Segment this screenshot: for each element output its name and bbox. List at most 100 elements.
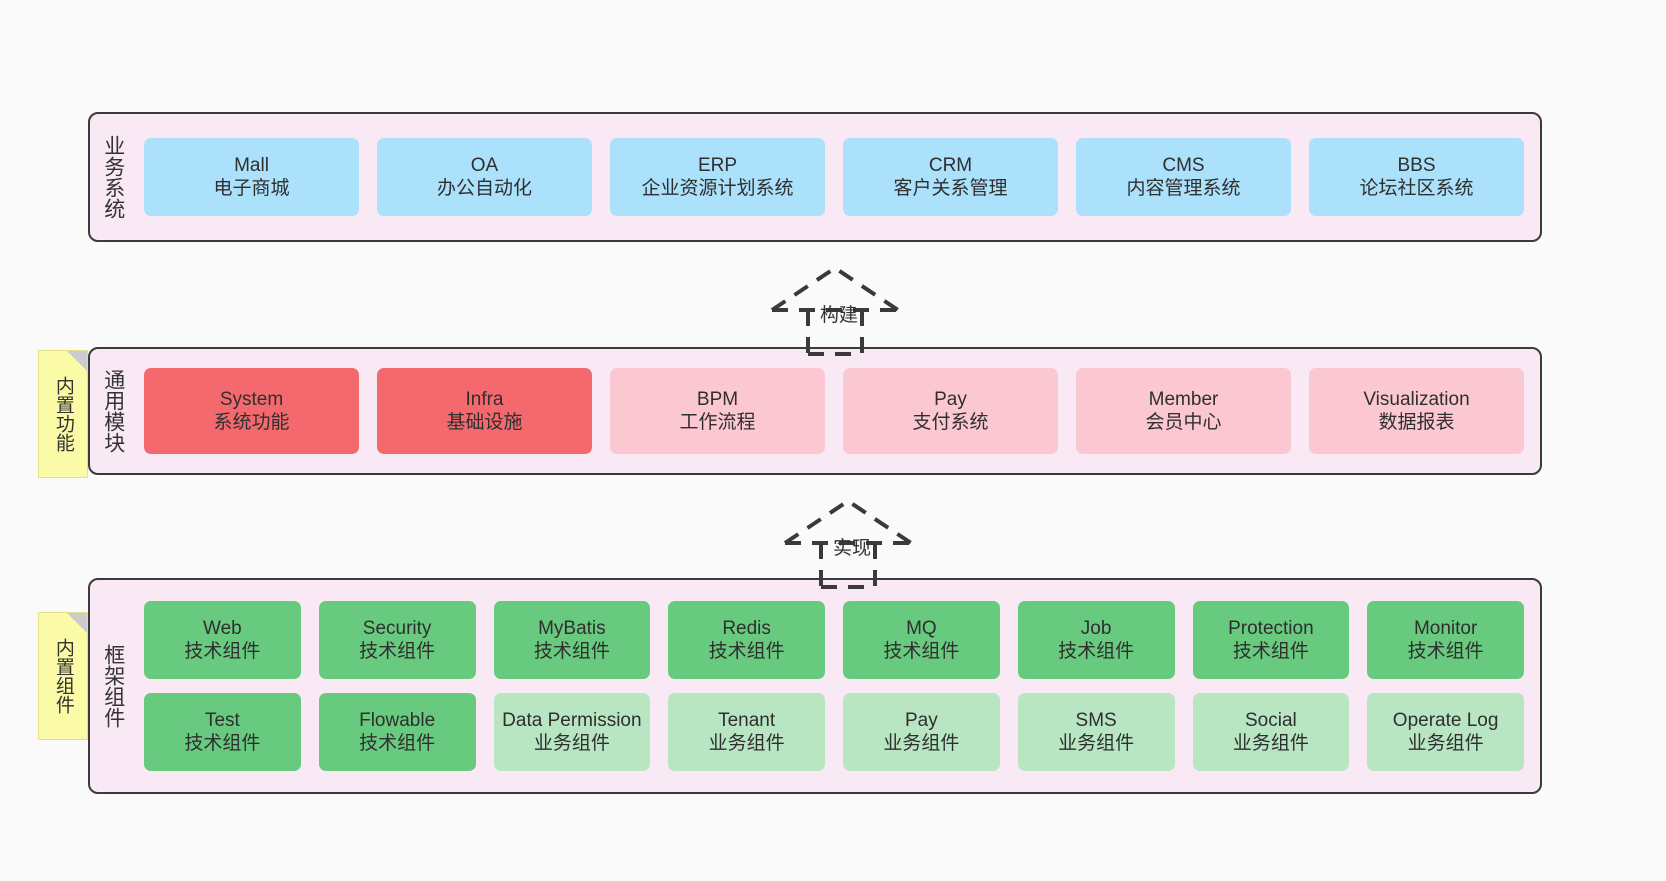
layer-body-business-system: Mall 电子商城 OA 办公自动化 ERP 企业资源计划系统 CRM 客户关系… (136, 114, 1540, 240)
card-title-en: Infra (465, 388, 504, 410)
card-member[interactable]: Member 会员中心 (1076, 368, 1291, 454)
card-title-en: Protection (1228, 617, 1314, 639)
card-crm[interactable]: CRM 客户关系管理 (843, 138, 1058, 216)
card-erp[interactable]: ERP 企业资源计划系统 (610, 138, 825, 216)
card-mall[interactable]: Mall 电子商城 (144, 138, 359, 216)
card-title-en: System (219, 388, 284, 410)
card-title-cn: 技术组件 (708, 641, 785, 662)
sticky-note-label: 内置组件 (52, 638, 74, 714)
card-title-cn: 业务组件 (708, 733, 785, 754)
layer-title-business-system: 业务系统 (101, 135, 125, 219)
card-flowable[interactable]: Flowable 技术组件 (318, 693, 476, 771)
card-title-cn: 业务组件 (1058, 733, 1135, 754)
card-title-cn: 业务组件 (533, 733, 610, 754)
layer-business-system: 业务系统 Mall 电子商城 OA 办公自动化 ERP 企业资源计划系统 CRM… (88, 112, 1542, 242)
card-title-en: Pay (934, 388, 967, 410)
card-title-cn: 业务组件 (883, 733, 960, 754)
card-title-cn: 技术组件 (184, 733, 261, 754)
card-title-en: MQ (906, 617, 937, 639)
card-job[interactable]: Job 技术组件 (1017, 601, 1175, 679)
card-title-en: Test (204, 709, 240, 731)
card-cms[interactable]: CMS 内容管理系统 (1076, 138, 1291, 216)
card-title-cn: 客户关系管理 (893, 178, 1008, 199)
card-monitor[interactable]: Monitor 技术组件 (1367, 601, 1524, 679)
card-title-cn: 企业资源计划系统 (641, 178, 794, 199)
layer-title-common-module: 通用模块 (101, 369, 125, 453)
card-title-en: OA (470, 154, 499, 176)
fold-corner-icon (67, 613, 87, 633)
card-title-cn: 技术组件 (1407, 641, 1484, 662)
card-title-en: Operate Log (1392, 709, 1499, 731)
dashed-arrow-up-icon (783, 498, 913, 589)
card-title-cn: 技术组件 (359, 641, 436, 662)
connector-implement: 实现 (773, 491, 923, 591)
dashed-arrow-up-icon (770, 265, 900, 356)
connector-label-build: 构建 (820, 305, 859, 326)
card-mybatis[interactable]: MyBatis 技术组件 (493, 601, 651, 679)
card-title-cn: 技术组件 (883, 641, 960, 662)
sticky-note-label: 内置功能 (52, 376, 74, 452)
card-title-cn: 技术组件 (184, 641, 261, 662)
card-title-en: Social (1245, 709, 1297, 731)
card-title-cn: 支付系统 (912, 412, 989, 433)
card-web[interactable]: Web 技术组件 (144, 601, 301, 679)
card-system[interactable]: System 系统功能 (144, 368, 359, 454)
card-security[interactable]: Security 技术组件 (318, 601, 476, 679)
card-title-en: CRM (928, 154, 973, 176)
card-title-en: ERP (697, 154, 738, 176)
card-title-cn: 电子商城 (213, 178, 290, 199)
card-title-en: Security (362, 617, 432, 639)
card-test[interactable]: Test 技术组件 (144, 693, 301, 771)
layer-body-common-module: System 系统功能 Infra 基础设施 BPM 工作流程 Pay 支付系统… (136, 349, 1540, 473)
layer-common-module: 通用模块 System 系统功能 Infra 基础设施 BPM 工作流程 Pay… (88, 347, 1542, 475)
card-title-cn: 业务组件 (1232, 733, 1309, 754)
card-title-en: Job (1080, 617, 1112, 639)
card-title-en: Data Permission (502, 709, 642, 731)
card-title-en: Tenant (718, 709, 776, 731)
framework-row-technical: Web 技术组件 Security 技术组件 MyBatis 技术组件 Redi… (144, 601, 1524, 679)
card-data-permission[interactable]: Data Permission 业务组件 (493, 693, 651, 771)
card-title-en: Member (1148, 388, 1219, 410)
card-redis[interactable]: Redis 技术组件 (668, 601, 825, 679)
card-protection[interactable]: Protection 技术组件 (1192, 601, 1350, 679)
card-title-cn: 技术组件 (1232, 641, 1309, 662)
card-pay-component[interactable]: Pay 业务组件 (843, 693, 1000, 771)
card-visualization[interactable]: Visualization 数据报表 (1309, 368, 1524, 454)
connector-label-implement: 实现 (833, 538, 872, 559)
card-title-en: Redis (722, 617, 771, 639)
card-title-cn: 业务组件 (1407, 733, 1484, 754)
card-title-en: Visualization (1363, 388, 1470, 410)
card-title-en: MyBatis (538, 617, 606, 639)
card-title-cn: 办公自动化 (436, 178, 532, 199)
card-title-en: Web (203, 617, 242, 639)
card-title-cn: 技术组件 (359, 733, 436, 754)
layer-title-framework-component: 框架组件 (101, 644, 125, 728)
card-infra[interactable]: Infra 基础设施 (377, 368, 592, 454)
layer-body-framework-component: Web 技术组件 Security 技术组件 MyBatis 技术组件 Redi… (136, 580, 1540, 792)
card-title-en: Monitor (1413, 617, 1478, 639)
card-sms[interactable]: SMS 业务组件 (1017, 693, 1175, 771)
framework-row-business: Test 技术组件 Flowable 技术组件 Data Permission … (144, 693, 1524, 771)
card-bbs[interactable]: BBS 论坛社区系统 (1309, 138, 1524, 216)
card-mq[interactable]: MQ 技术组件 (843, 601, 1000, 679)
card-title-cn: 技术组件 (533, 641, 610, 662)
layer-framework-component: 框架组件 Web 技术组件 Security 技术组件 MyBatis 技术组件… (88, 578, 1542, 794)
card-tenant[interactable]: Tenant 业务组件 (668, 693, 825, 771)
card-pay-module[interactable]: Pay 支付系统 (843, 368, 1058, 454)
card-title-en: Flowable (359, 709, 436, 731)
card-oa[interactable]: OA 办公自动化 (377, 138, 592, 216)
card-title-en: CMS (1162, 154, 1205, 176)
card-social[interactable]: Social 业务组件 (1192, 693, 1350, 771)
card-title-en: Pay (905, 709, 938, 731)
sticky-note-builtin-feature: 内置功能 (38, 350, 88, 478)
card-operate-log[interactable]: Operate Log 业务组件 (1367, 693, 1524, 771)
card-title-cn: 论坛社区系统 (1359, 178, 1474, 199)
card-title-cn: 会员中心 (1145, 412, 1222, 433)
card-title-en: SMS (1075, 709, 1117, 731)
card-title-cn: 基础设施 (446, 412, 523, 433)
card-title-en: BPM (696, 388, 739, 410)
card-title-cn: 内容管理系统 (1126, 178, 1241, 199)
card-title-en: Mall (234, 154, 269, 176)
card-bpm[interactable]: BPM 工作流程 (610, 368, 825, 454)
